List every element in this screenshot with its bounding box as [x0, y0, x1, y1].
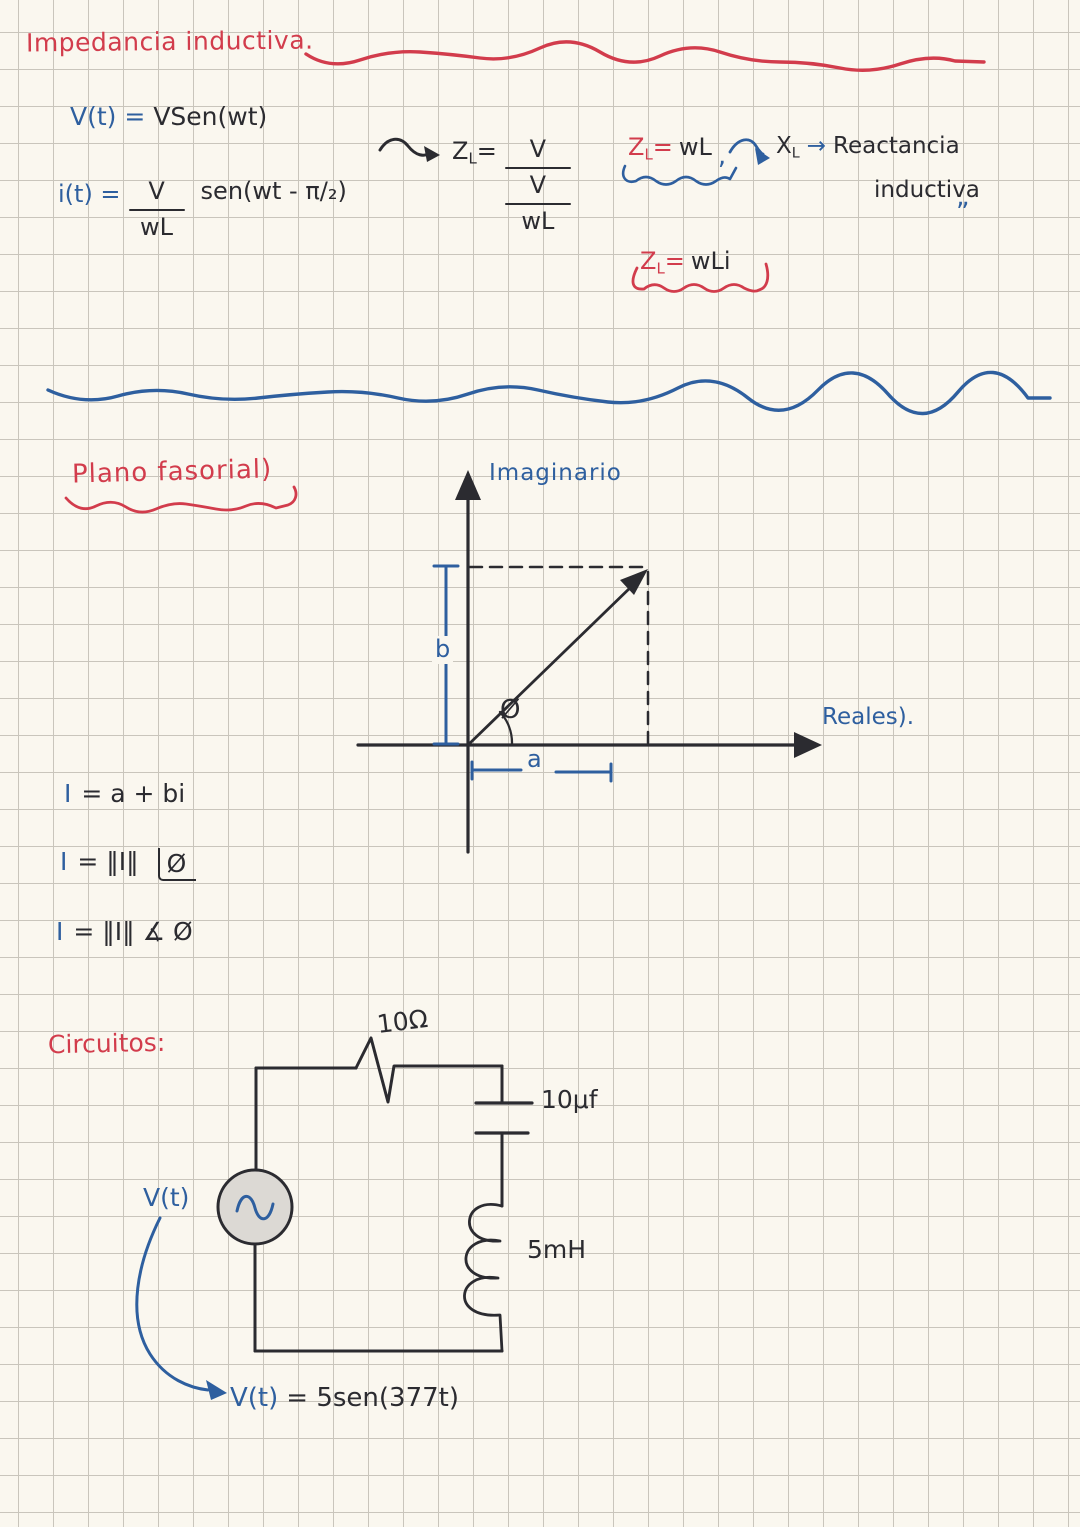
phasor-vector: [466, 583, 635, 747]
current-equation-fraction: V wL: [128, 177, 185, 242]
impedance-arrowhead: [424, 146, 440, 162]
right-arrow-icon: →: [806, 133, 826, 159]
zl-symbol: Z: [640, 247, 657, 275]
current-equation-lhs: i(t) =: [58, 180, 121, 208]
zl-symbol: Z: [628, 133, 645, 161]
imaginary-axis-label: Imaginario: [489, 460, 622, 486]
section-divider-stroke: [46, 370, 1052, 416]
source-circle: [216, 1168, 294, 1246]
xl-symbol: X: [776, 133, 792, 159]
zl-wl-equation: ZL= wL ,: [628, 133, 727, 172]
equals-sign: =: [664, 247, 685, 275]
fraction-denominator: wL: [140, 213, 174, 242]
circuit-section-heading: Circuitos:: [47, 1027, 166, 1060]
rectangular-form-rhs: = a + bi: [81, 779, 186, 808]
zl-wli-rhs: wLi: [690, 247, 731, 275]
current-phasor-symbol: I: [56, 917, 64, 946]
double-fraction-bar-1: [504, 166, 571, 170]
vt-callout-arrowhead: [206, 1380, 227, 1400]
double-fraction-top: V: [529, 135, 547, 163]
polar-form-equation-2: I = ‖I‖ ∡ Ø: [56, 917, 193, 947]
zl-wl-rhs: wL: [678, 133, 712, 161]
equals-sign: =: [652, 133, 673, 161]
zl-subscript: L: [468, 149, 477, 168]
polar-form-angle-rhs: = ‖I‖ ∡ Ø: [73, 917, 193, 946]
double-fraction-bar-2: [504, 202, 571, 206]
xl-arrowhead: [755, 148, 770, 165]
zl-symbol: Z: [452, 137, 469, 165]
xl-subscript: L: [791, 145, 800, 162]
xl-symbol-group: XL: [776, 133, 800, 162]
current-equation-tail: sen(wt - π/₂): [200, 177, 347, 205]
zl-wl-comma: ,: [717, 141, 727, 171]
voltage-equation-lhs: V(t) =: [70, 102, 146, 131]
source-equation: V(t) = 5sen(377t): [230, 1383, 460, 1414]
zl-double-fraction: V V wL: [504, 135, 571, 236]
phase-angle-label: Ø: [500, 695, 521, 725]
zl-subscript: L: [656, 259, 665, 278]
source-sine-icon: [235, 1194, 275, 1221]
current-phasor-symbol: I: [60, 847, 68, 876]
polar-form-magnitude: = ‖I‖: [77, 847, 139, 876]
polar-form-equation-1: I = ‖I‖ Ø: [60, 847, 197, 881]
zl-subscript: L: [644, 145, 653, 164]
page-title: Impedancia inductiva.: [25, 25, 314, 58]
a-measure-label: a: [527, 745, 542, 773]
angle-notation-box: Ø: [157, 848, 197, 881]
resistor-value-label: 10Ω: [375, 1004, 430, 1040]
equals-sign: =: [476, 137, 497, 165]
fraction-bar: [128, 208, 185, 212]
reactance-word-2: inductiva: [874, 177, 980, 203]
source-voltage-label: V(t): [143, 1183, 190, 1212]
impedance-arrow-stroke: [378, 137, 432, 157]
double-fraction-bottom: wL: [521, 207, 555, 236]
inductor-symbol: [463, 1203, 504, 1353]
xl-arrow-stroke: [728, 138, 765, 156]
b-measure-label: b: [432, 635, 454, 664]
zl-fraction-lhs: ZL=: [452, 137, 497, 168]
rectangular-form-equation: I = a + bi: [64, 779, 186, 809]
title-underline-stroke: [304, 40, 986, 72]
capacitor-value-label: 10μf: [541, 1085, 598, 1114]
real-axis-arrowhead: [794, 732, 822, 758]
vt-callout-arrow-stroke: [135, 1216, 210, 1392]
inductor-value-label: 5mH: [527, 1235, 587, 1264]
reactance-note: XL → Reactancia: [776, 133, 960, 162]
source-equation-lhs: V(t): [230, 1383, 279, 1413]
low-quote-mark: „: [956, 182, 970, 212]
zl-wli-equation: ZL= wLi: [640, 247, 731, 278]
fraction-numerator: V: [148, 177, 165, 205]
zl-fraction-equation: ZL= V V wL: [452, 135, 571, 236]
resistor-symbol: [354, 1036, 504, 1104]
phasor-section-heading: Plano fasorial): [71, 454, 273, 490]
zl-wli-lhs: ZL=: [640, 247, 685, 278]
current-phasor-symbol: I: [64, 779, 72, 808]
real-axis-label: Reales).: [822, 704, 914, 730]
phasor-heading-underline-stroke: [64, 485, 298, 514]
imaginary-axis-arrowhead: [455, 470, 481, 500]
zl-wl-lhs: ZL=: [628, 133, 673, 164]
double-fraction-middle: V: [529, 171, 547, 200]
voltage-equation-rhs: VSen(wt): [153, 102, 268, 131]
phasor-vector-arrowhead: [620, 569, 648, 595]
current-equation: i(t) = V wL sen(wt - π/₂): [58, 177, 347, 242]
reactance-word-1: Reactancia: [833, 133, 960, 159]
source-equation-rhs: = 5sen(377t): [286, 1383, 460, 1413]
voltage-equation: V(t) = VSen(wt): [70, 102, 268, 132]
